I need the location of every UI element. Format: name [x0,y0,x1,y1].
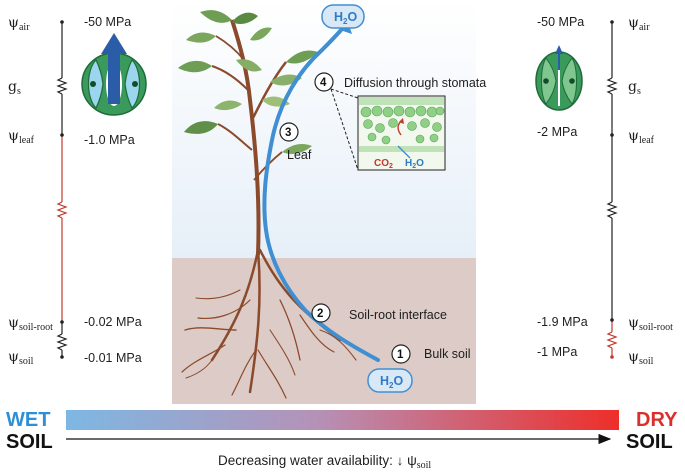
right-value-air: -50 MPa [537,15,584,29]
plant-illustration [178,10,357,399]
left-potential-scale [56,20,68,359]
water-top-badge: H2O [321,4,365,29]
left-psi-soil-root-label: ψsoil-root [8,315,53,333]
svg-text:Soil-root interface: Soil-root interface [349,308,447,322]
right-psi-leaf-label: ψleaf [628,128,655,146]
svg-text:Leaf: Leaf [287,148,312,162]
right-gs-label: gs [628,79,641,97]
svg-text:Diffusion through stomata: Diffusion through stomata [344,76,486,90]
svg-text:H2O: H2O [405,158,424,170]
svg-text:2: 2 [317,308,323,320]
left-value-air: -50 MPa [84,15,131,29]
left-value-soil-root: -0.02 MPa [84,315,142,329]
right-potential-scale [606,20,618,359]
left-value-soil: -0.01 MPa [84,351,142,365]
left-psi-air-label: ψair [8,15,30,33]
right-value-soil-root: -1.9 MPa [537,315,588,329]
step-3-marker: 3 Leaf [279,122,312,162]
svg-text:H2O: H2O [380,374,403,390]
left-gs-label: gs [8,79,21,97]
right-value-soil: -1 MPa [537,345,577,359]
step-2-marker: 2 Soil-root interface [311,303,447,323]
right-psi-air-label: ψair [628,15,650,33]
left-psi-soil-label: ψsoil [8,349,34,367]
svg-text:Bulk soil: Bulk soil [424,347,471,361]
dry-label: DRY [636,409,678,431]
svg-text:CO2: CO2 [374,158,393,170]
step-4-marker: 4 Diffusion through stomata [314,72,486,92]
left-value-leaf: -1.0 MPa [84,133,135,147]
water-availability-gradient-bar [66,410,619,430]
leaf-cross-section-inset: CO2 H2O [357,95,446,171]
step-1-marker: 1 Bulk soil [391,344,471,364]
svg-text:3: 3 [285,127,291,139]
svg-text:1: 1 [397,349,404,361]
dry-soil-label: SOIL [626,431,673,453]
wet-label: WET [6,409,50,431]
svg-text:4: 4 [320,77,327,89]
caption: Decreasing water availability: ↓ ψsoil [218,453,431,471]
water-bottom-badge: H2O [367,368,413,393]
left-psi-leaf-label: ψleaf [8,128,35,146]
open-stomata-icon [81,33,147,116]
right-psi-soil-label: ψsoil [628,349,654,367]
right-psi-soil-root-label: ψsoil-root [628,315,673,333]
right-value-leaf: -2 MPa [537,125,577,139]
wet-soil-label: SOIL [6,431,53,453]
closed-stomata-icon [535,45,583,111]
svg-text:H2O: H2O [334,10,357,26]
